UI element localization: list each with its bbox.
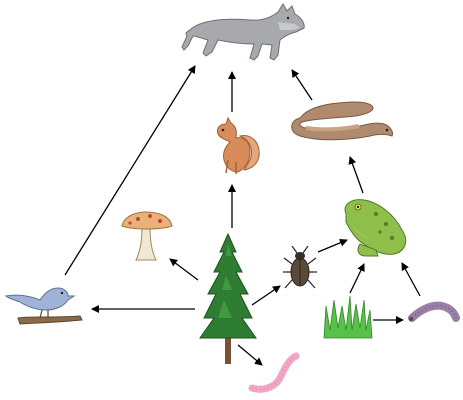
- grass-icon: [323, 295, 373, 339]
- arrow-tree-to-beetle: [251, 285, 281, 306]
- pine-tree-icon: [199, 232, 257, 364]
- earthworm-icon: [248, 352, 300, 393]
- arrow-beetle-to-frog: [317, 238, 348, 253]
- squirrel-icon: [217, 116, 260, 174]
- arrows: [64, 65, 421, 366]
- beetle-icon: [283, 245, 317, 289]
- frog-icon: [344, 199, 407, 257]
- wolf-icon: [181, 3, 305, 61]
- snake-icon: [291, 101, 393, 141]
- arrow-grass-to-frog: [349, 263, 365, 294]
- arrow-bird-to-wolf: [64, 65, 196, 276]
- arrow-frog-to-snake: [348, 156, 364, 194]
- arrow-snake-to-wolf: [291, 69, 313, 101]
- mushroom-icon: [121, 211, 173, 261]
- arrow-millipede-to-frog: [401, 262, 421, 297]
- arrow-tree-to-earthworm: [237, 344, 263, 366]
- millipede-icon: [408, 301, 460, 322]
- bird-icon: [4, 287, 83, 325]
- arrow-tree-to-mushroom: [169, 258, 199, 281]
